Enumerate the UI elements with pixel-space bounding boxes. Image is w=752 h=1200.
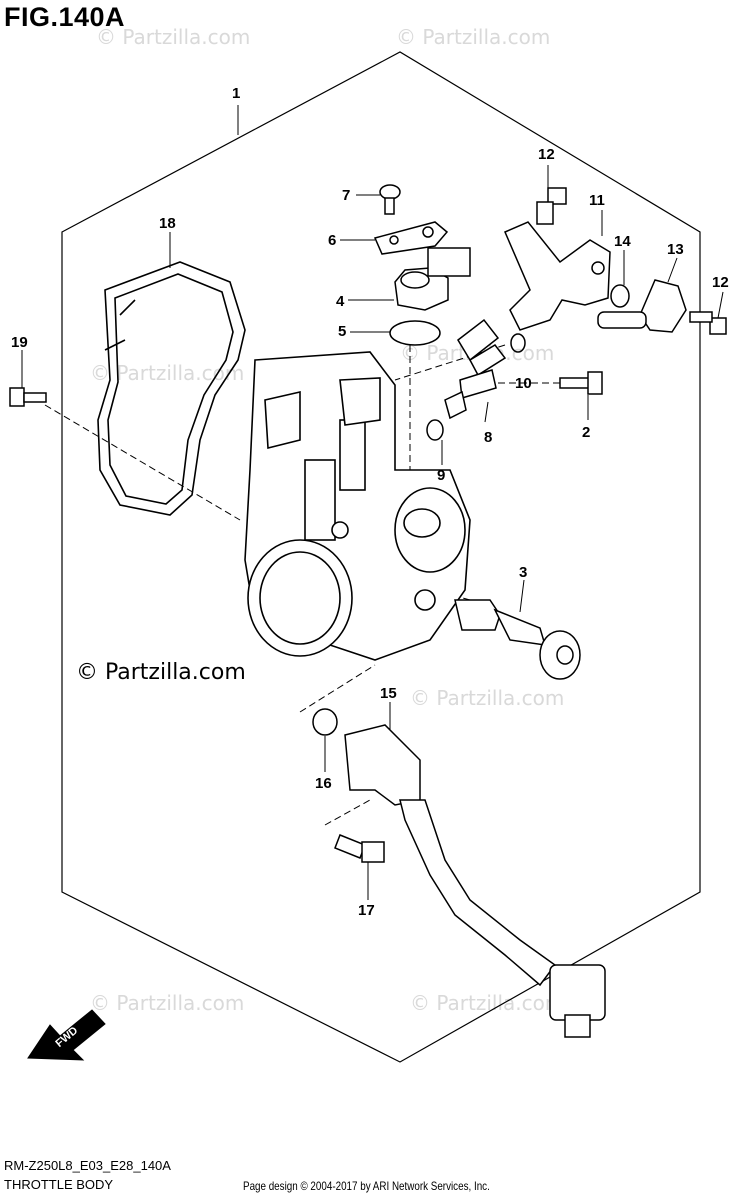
callout-12-top: 12 (538, 146, 555, 163)
callout-5: 5 (338, 323, 346, 340)
fwd-arrow-icon: FWD (27, 1009, 106, 1061)
part-6-plate (373, 221, 449, 255)
part-12-bolt-right (689, 311, 727, 335)
assembly-outline (61, 51, 701, 1063)
callout-6: 6 (328, 232, 336, 249)
part-7-screw (379, 184, 401, 215)
callout-4: 4 (336, 293, 345, 310)
figure-title: FIG.140A (4, 2, 126, 32)
callout-10: 10 (515, 375, 532, 392)
part-2-screw (559, 371, 603, 395)
callout-8: 8 (484, 429, 492, 446)
section-name: THROTTLE BODY (4, 1177, 114, 1192)
footer-credit: Page design © 2004-2017 by ARI Network S… (243, 1179, 490, 1193)
callout-7: 7 (342, 187, 350, 204)
callout-14: 14 (614, 233, 631, 250)
callout-16: 16 (315, 775, 332, 792)
diagram-code: RM-Z250L8_E03_E28_140A (4, 1158, 171, 1173)
callout-18: 18 (159, 215, 176, 232)
part-11-bracket (504, 221, 611, 331)
callout-labels: 1 2 3 4 5 6 7 8 9 10 11 12 12 13 14 15 1… (11, 85, 729, 919)
part-4-sensor (394, 247, 471, 311)
watermark-text: © Partzilla.com (396, 25, 550, 49)
callout-leaders (21, 105, 724, 900)
watermark-text: © Partzilla.com (90, 991, 244, 1015)
watermark-text: © Partzilla.com (90, 361, 244, 385)
part-17-bolt (334, 834, 385, 863)
watermark-text: © Partzilla.com (410, 686, 564, 710)
part-18-cover-gasket (97, 261, 246, 516)
part-16-o-ring (312, 708, 338, 736)
callout-19: 19 (11, 334, 28, 351)
part-8-injector (444, 318, 507, 420)
part-5-o-ring (389, 320, 441, 346)
part-12-bolt-top (536, 187, 567, 225)
callout-2: 2 (582, 424, 590, 441)
callout-1: 1 (232, 85, 240, 102)
watermark-main: © Partzilla.com (76, 660, 246, 685)
callout-3: 3 (519, 564, 527, 581)
callout-9: 9 (437, 467, 445, 484)
part-13-throttle-stop (597, 279, 687, 333)
part-14-washer (610, 284, 630, 308)
callout-12-right: 12 (712, 274, 729, 291)
part-19-bolt (9, 387, 47, 407)
callout-15: 15 (380, 685, 397, 702)
callout-13: 13 (667, 241, 684, 258)
watermark-text: © Partzilla.com (410, 991, 564, 1015)
part-10-o-ring (510, 333, 526, 353)
callout-17: 17 (358, 902, 375, 919)
part-9-o-ring (426, 419, 444, 441)
part-15-sensor-harness (344, 724, 606, 1038)
part-3-idle-screw (454, 599, 581, 680)
callout-11: 11 (589, 192, 605, 209)
watermark-text: © Partzilla.com (96, 25, 250, 49)
throttle-body (244, 351, 471, 661)
